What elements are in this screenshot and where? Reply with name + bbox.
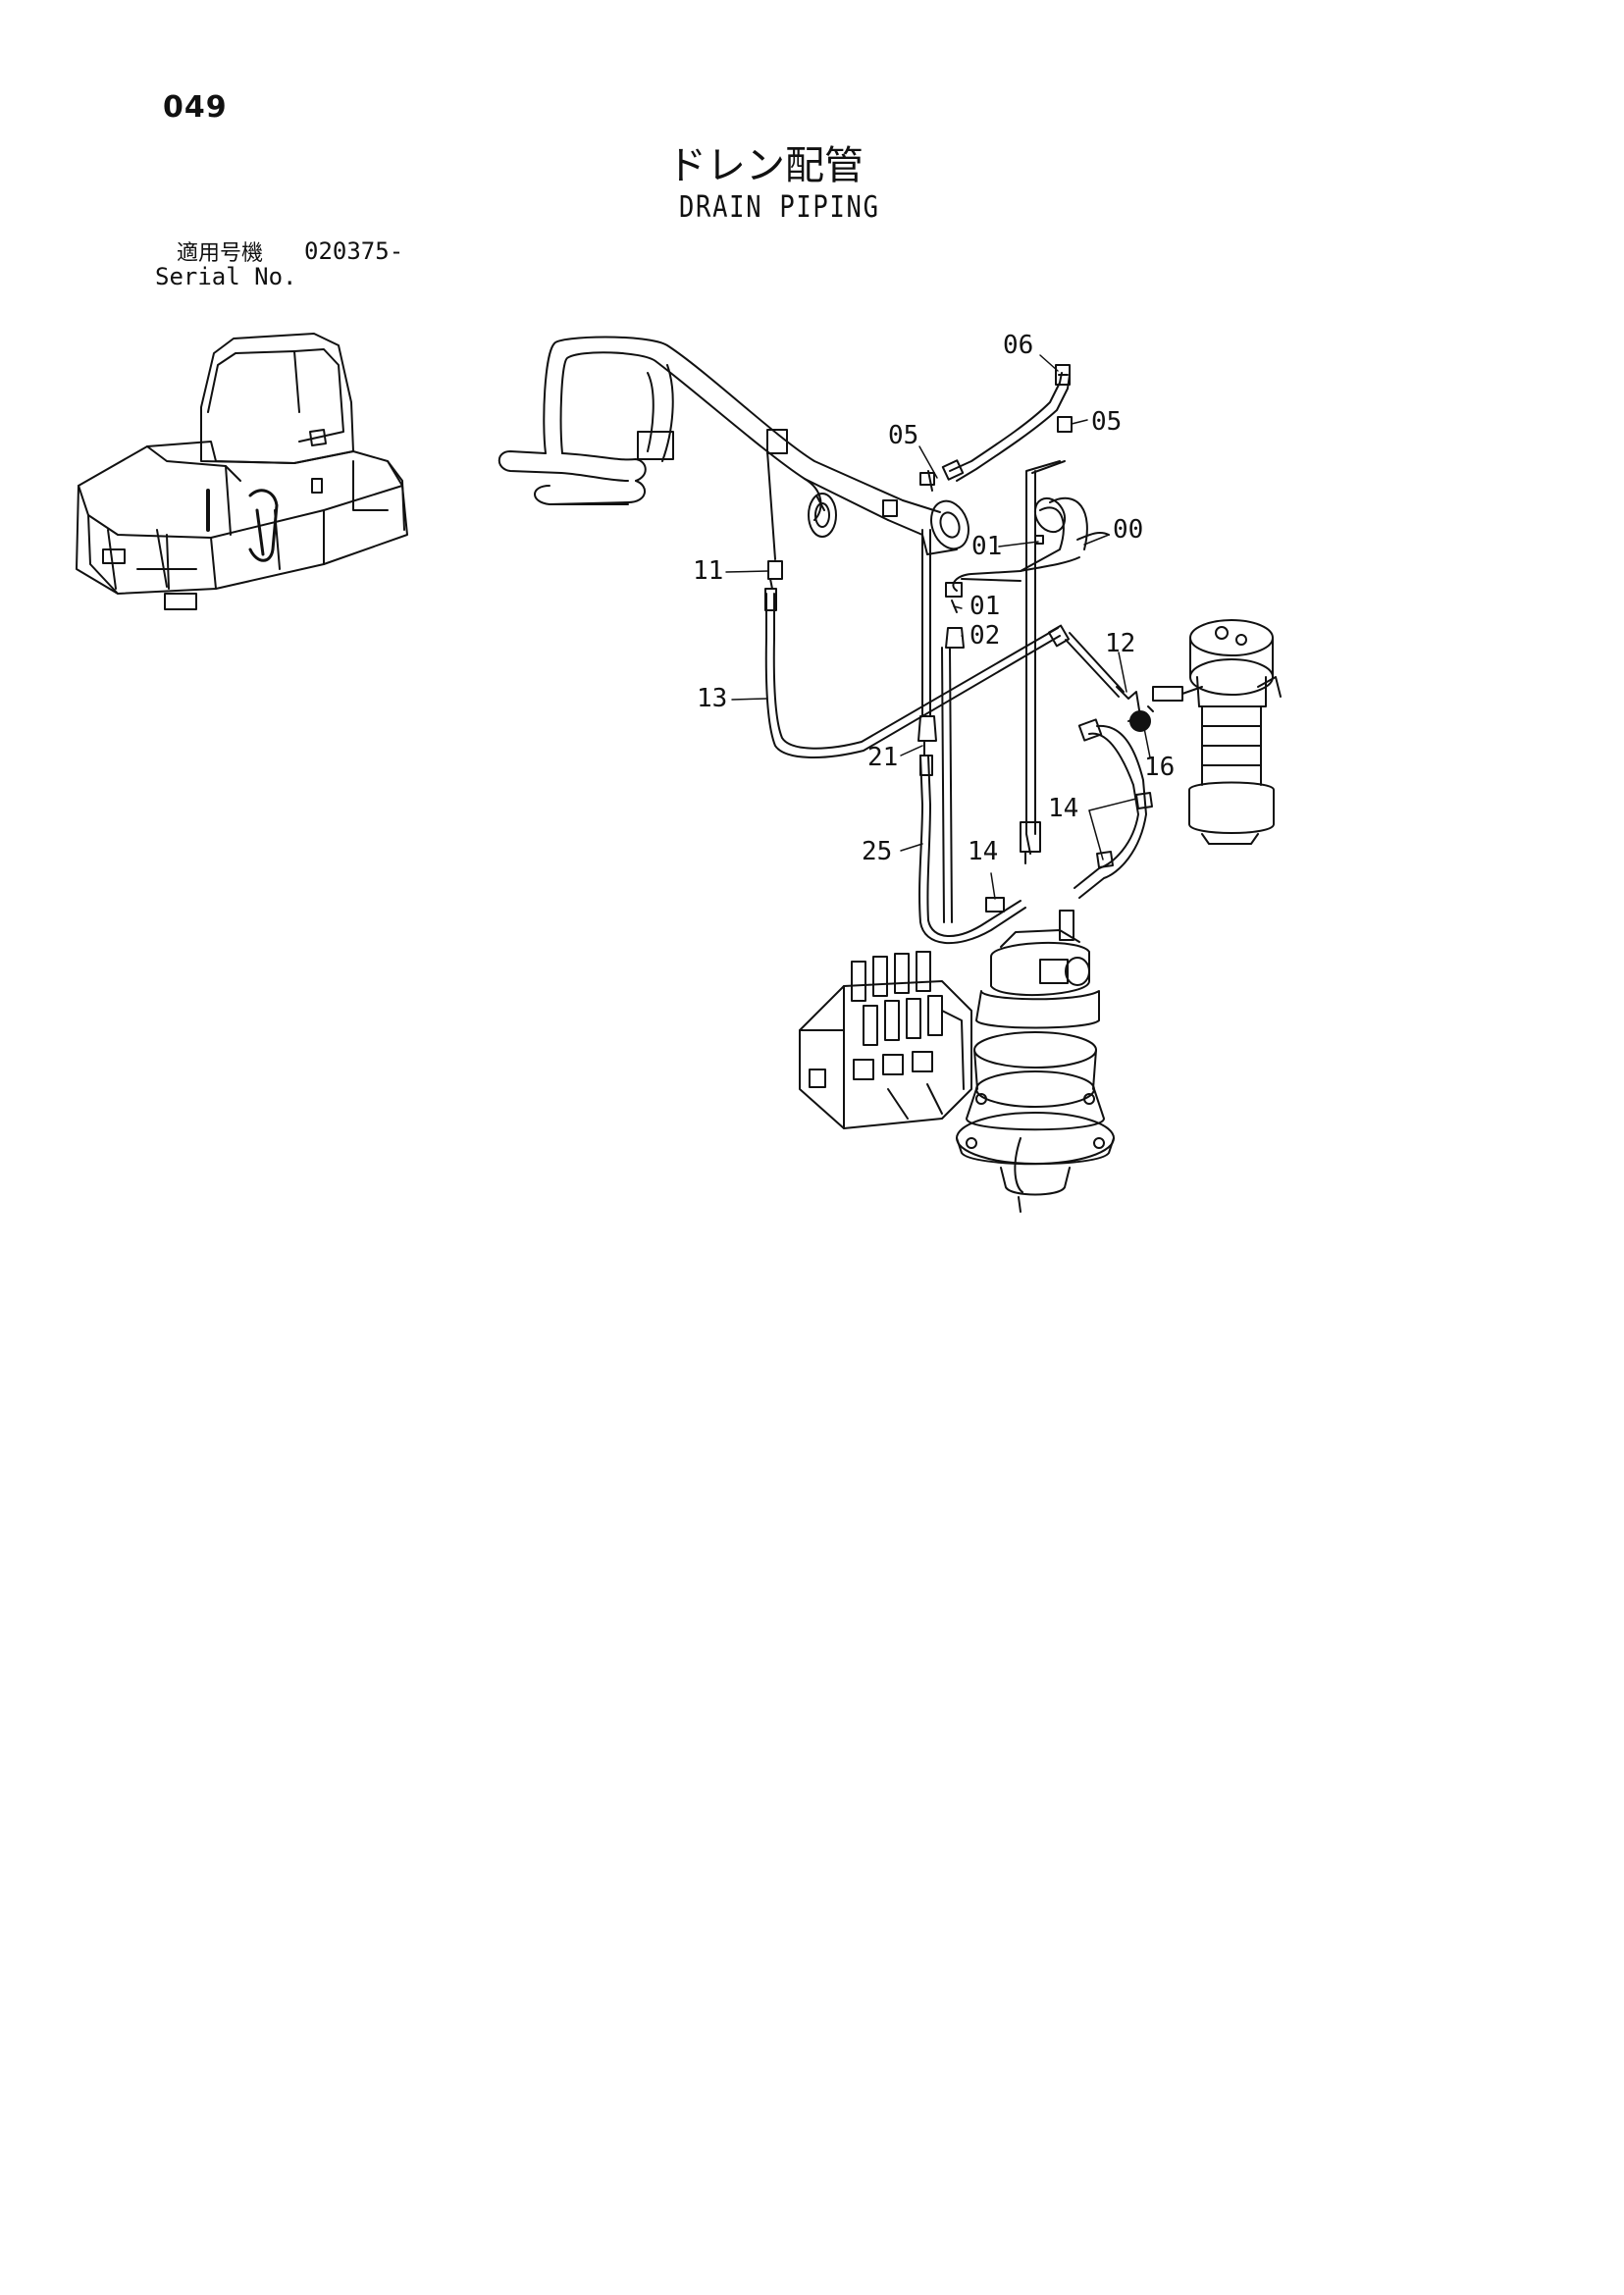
callout-01-lower: 01 [969,592,1000,621]
leader-lines [725,354,1151,900]
callout-25: 25 [862,837,892,866]
callout-00: 00 [1113,515,1143,545]
callout-labels: 06 05 05 00 01 01 02 11 12 13 16 21 14 1… [693,331,1175,866]
callout-05-right: 05 [1091,407,1122,437]
callout-16: 16 [1144,753,1175,782]
callout-01-upper: 01 [971,532,1002,561]
page-title-japanese: ドレン配管 [667,143,864,188]
callout-14-right: 14 [1048,794,1078,823]
callout-14-left: 14 [968,837,998,866]
callout-06: 06 [1003,331,1033,360]
callout-02: 02 [969,621,1000,651]
page-title-english: DRAIN PIPING [679,190,880,225]
serial-label-english: Serial No. [155,263,297,290]
drain-pipe-assembly [498,336,1153,945]
callout-11: 11 [693,556,723,586]
callout-21: 21 [867,743,898,772]
page-number: 049 [163,90,228,125]
swing-motor [956,910,1115,1213]
control-valve [799,951,972,1129]
center-joint [1147,619,1282,845]
serial-number-value: 020375- [304,237,404,265]
callout-13: 13 [697,684,727,713]
excavator-locator-illustration [76,333,408,610]
callout-12: 12 [1105,629,1135,658]
callout-05-left: 05 [888,421,918,450]
serial-label-japanese: 適用号機 [177,241,264,266]
